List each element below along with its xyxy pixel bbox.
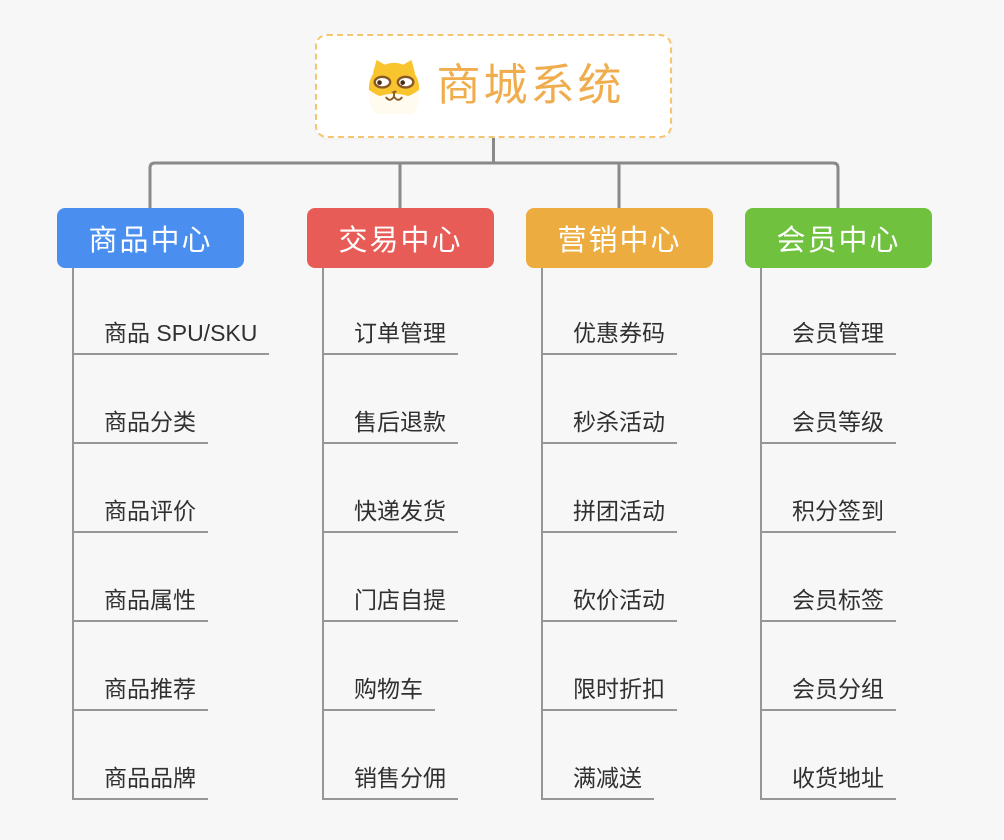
leaf-node[interactable]: 优惠券码 [541,315,677,355]
leaf-node[interactable]: 积分签到 [760,493,896,533]
leaf-node[interactable]: 商品评价 [72,493,208,533]
leaf-node[interactable]: 砍价活动 [541,582,677,622]
leaf-node[interactable]: 商品属性 [72,582,208,622]
leaf-node[interactable]: 满减送 [541,760,654,800]
leaf-node[interactable]: 订单管理 [322,315,458,355]
leaf-node[interactable]: 秒杀活动 [541,404,677,444]
leaf-node[interactable]: 限时折扣 [541,671,677,711]
leaf-node[interactable]: 销售分佣 [322,760,458,800]
leaf-node[interactable]: 商品分类 [72,404,208,444]
root-node[interactable]: 商城系统 [315,34,672,138]
leaf-node[interactable]: 商品 SPU/SKU [72,315,270,355]
branch-label: 会员中心 [776,225,901,257]
branch-node-product-center[interactable]: 商品中心 [57,208,244,268]
branch-node-member-center[interactable]: 会员中心 [745,208,932,268]
root-title: 商城系统 [436,61,625,110]
leaf-node[interactable]: 商品推荐 [72,671,208,711]
leaf-node[interactable]: 会员标签 [760,582,896,622]
leaf-node[interactable]: 会员管理 [760,315,896,355]
dog-face-icon [363,58,425,114]
branch-label: 交易中心 [338,225,463,257]
leaf-node[interactable]: 商品品牌 [72,760,208,800]
leaf-node[interactable]: 收货地址 [760,760,896,800]
leaf-node[interactable]: 拼团活动 [541,493,677,533]
branch-label: 营销中心 [557,225,682,257]
leaf-node[interactable]: 购物车 [322,671,435,711]
leaf-node[interactable]: 售后退款 [322,404,458,444]
branch-node-trade-center[interactable]: 交易中心 [307,208,494,268]
branch-label: 商品中心 [88,225,213,257]
leaf-node[interactable]: 门店自提 [322,582,458,622]
leaf-node[interactable]: 会员等级 [760,404,896,444]
branch-node-marketing-center[interactable]: 营销中心 [526,208,713,268]
leaf-node[interactable]: 快递发货 [322,493,458,533]
leaf-node[interactable]: 会员分组 [760,671,896,711]
